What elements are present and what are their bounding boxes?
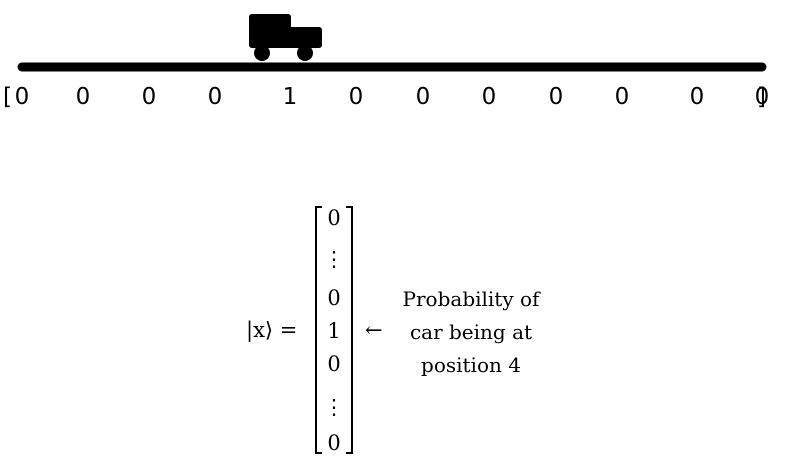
ket-lhs: |x⟩ = [246, 318, 298, 342]
position-value: 0 [141, 84, 157, 110]
position-value: 0 [754, 84, 770, 110]
position-value: 0 [207, 84, 223, 110]
annotation-line: Probability of [402, 287, 540, 311]
annotation-line: car being at [409, 320, 533, 344]
matrix-right-bracket [346, 206, 353, 454]
position-vector-close-bracket: ] [757, 84, 766, 110]
position-value: 0 [614, 84, 630, 110]
position-value: 0 [689, 84, 705, 110]
position-value: 0 [348, 84, 364, 110]
left-arrow-icon: ← [365, 318, 383, 342]
position-value-car: 1 [282, 84, 298, 110]
probability-annotation: Probability of car being at position 4 [396, 283, 546, 382]
position-value: 0 [481, 84, 497, 110]
position-value: 0 [75, 84, 91, 110]
car-icon [249, 14, 322, 61]
position-vector-open-bracket: [ [3, 84, 12, 110]
annotation-line: position 4 [421, 353, 521, 377]
position-value: 0 [415, 84, 431, 110]
position-value: 0 [548, 84, 564, 110]
position-value: 0 [14, 84, 30, 110]
matrix-left-bracket [315, 206, 322, 454]
